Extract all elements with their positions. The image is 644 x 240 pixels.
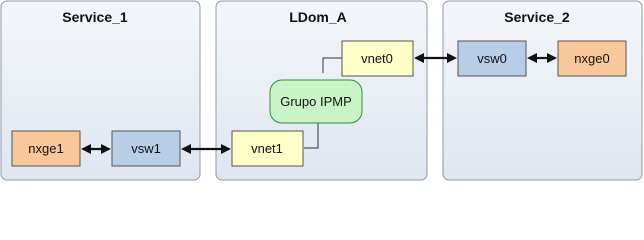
ipmp-to-vnet0-line xyxy=(322,57,343,73)
node-label-vnet0: vnet0 xyxy=(361,51,393,66)
ipmp-links xyxy=(304,57,343,149)
node-ipmp-group: Grupo IPMP xyxy=(269,79,363,124)
node-label-nxge0: nxge0 xyxy=(574,51,609,66)
node-label-vsw0: vsw0 xyxy=(477,51,507,66)
network-diagram: Service_1 LDom_A Service_2 nxge1 vsw1 vn… xyxy=(0,0,643,181)
node-nxge1: nxge1 xyxy=(11,130,81,167)
node-label-ipmp-group: Grupo IPMP xyxy=(280,94,352,109)
panel-title-ldom-a: LDom_A xyxy=(289,9,347,25)
node-vsw1: vsw1 xyxy=(111,130,181,167)
node-vnet1: vnet1 xyxy=(231,130,304,167)
double-arrow-vsw1-vnet1 xyxy=(181,144,231,154)
node-label-vsw1: vsw1 xyxy=(131,141,161,156)
panel-service-2: Service_2 xyxy=(442,0,643,181)
double-arrow-nxge1-vsw1 xyxy=(81,144,111,154)
node-vnet0: vnet0 xyxy=(341,40,414,77)
node-vsw0: vsw0 xyxy=(457,40,527,77)
panel-title-service-1: Service_1 xyxy=(62,9,128,25)
ipmp-to-vnet1-line xyxy=(304,123,319,149)
node-label-vnet1: vnet1 xyxy=(251,141,283,156)
panel-title-service-2: Service_2 xyxy=(504,9,570,25)
double-arrow-vsw0-nxge0 xyxy=(527,53,557,63)
double-arrow-vnet0-vsw0 xyxy=(414,53,457,63)
node-nxge0: nxge0 xyxy=(557,40,627,77)
node-label-nxge1: nxge1 xyxy=(28,141,63,156)
